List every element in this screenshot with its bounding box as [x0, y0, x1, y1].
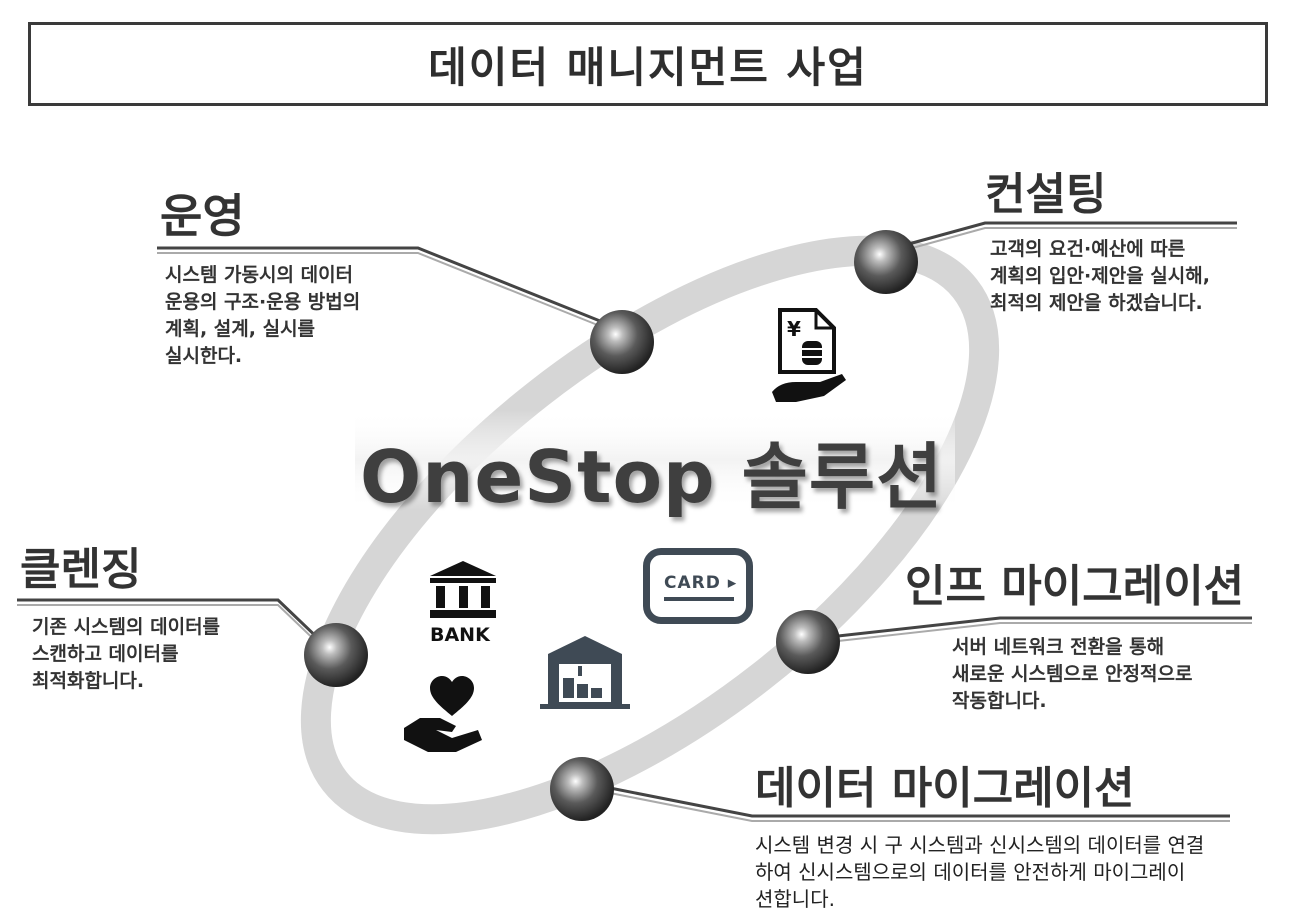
orbit-ring	[300, 235, 1000, 835]
desc-line: 시스템 가동시의 데이터	[165, 264, 354, 286]
card-icon-stripe	[664, 597, 734, 601]
desc-line: 스캔하고 데이터를	[32, 643, 179, 665]
title-band	[355, 410, 955, 510]
desc-line: 서버 네트워크 전환을 통해	[952, 636, 1165, 658]
page-title: 데이터 매니지먼트 사업	[428, 42, 868, 92]
title-box: 데이터 매니지먼트 사업	[28, 22, 1268, 106]
desc-consulting: 고객의 요건·예산에 따른 계획의 입안·제안을 실시해, 최적의 제안을 하겠…	[990, 236, 1210, 317]
desc-line: 하여 신시스템으로의 데이터를 안전하게 마이그레이	[755, 860, 1186, 884]
desc-line: 새로운 시스템으로 안정적으로	[952, 663, 1193, 685]
desc-line: 시스템 변경 시 구 시스템과 신시스템의 데이터를 연결	[755, 833, 1205, 857]
desc-line: 작동합니다.	[952, 690, 1047, 712]
sphere-operation	[590, 310, 654, 374]
desc-line: 계획의 입안·제안을 실시해,	[990, 265, 1210, 287]
connector-consulting	[904, 221, 1237, 251]
desc-line: 기존 시스템의 데이터를	[32, 616, 221, 638]
warehouse-icon	[540, 636, 630, 709]
heading-cleansing: 클렌징	[20, 544, 142, 595]
heading-operation: 운영	[160, 189, 245, 243]
desc-line: 최적의 제안을 하겠습니다.	[990, 292, 1203, 314]
connector-cleansing	[17, 598, 327, 651]
desc-cleansing: 기존 시스템의 데이터를 스캔하고 데이터를 최적화합니다.	[32, 614, 220, 695]
desc-line: 계획, 설계, 실시를	[165, 318, 316, 340]
desc-line: 운용의 구조·운용 방법의	[165, 291, 361, 313]
desc-line: 최적화합니다.	[32, 670, 145, 692]
sphere-consulting	[854, 230, 918, 294]
svg-text:¥: ¥	[787, 317, 801, 341]
bank-icon-label: BANK	[430, 624, 490, 646]
heading-data-migration: 데이터 마이그레이션	[755, 763, 1135, 814]
bank-icon	[430, 561, 496, 618]
connector-operation	[157, 246, 611, 331]
desc-infra-migration: 서버 네트워크 전환을 통해 새로운 시스템으로 안정적으로 작동합니다.	[952, 634, 1192, 715]
desc-line: 고객의 요건·예산에 따른	[990, 238, 1186, 260]
card-icon-label: CARD ▸	[664, 573, 738, 593]
desc-data-migration: 시스템 변경 시 구 시스템과 신시스템의 데이터를 연결 하여 신시스템으로의…	[755, 832, 1204, 913]
heading-consulting: 컨설팅	[985, 169, 1107, 220]
sphere-infra-migration	[776, 610, 840, 674]
center-title: OneStop 솔루션	[360, 435, 944, 519]
heading-infra-migration: 인프 마이그레이션	[905, 561, 1245, 612]
connector-infra-migration	[819, 616, 1252, 644]
desc-line: 션합니다.	[755, 887, 835, 911]
yen-document-hand-icon: ¥	[772, 308, 846, 402]
sphere-data-migration	[550, 757, 614, 821]
heart-hand-icon	[404, 676, 482, 752]
sphere-cleansing	[304, 623, 368, 687]
connector-data-migration	[609, 786, 1230, 822]
desc-line: 실시한다.	[165, 345, 243, 367]
desc-operation: 시스템 가동시의 데이터 운용의 구조·운용 방법의 계획, 설계, 실시를 실…	[165, 262, 360, 370]
card-icon: CARD ▸	[643, 548, 753, 624]
